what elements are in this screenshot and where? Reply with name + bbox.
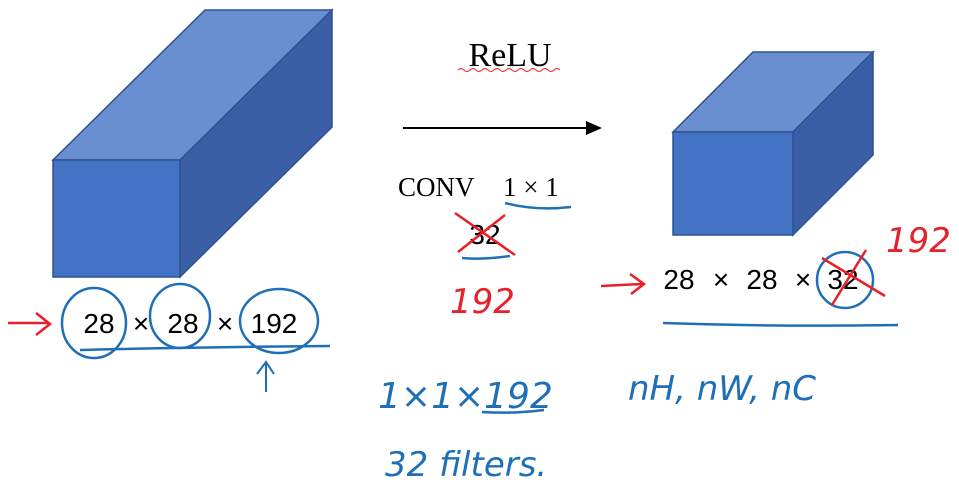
output-dim-sep-2: × <box>795 264 811 295</box>
output-volume-cube <box>671 50 875 237</box>
input-height-circle <box>60 286 128 360</box>
input-dims-underline <box>79 344 331 352</box>
transform-arrow <box>403 121 602 135</box>
filters-corrected-value: 192 <box>450 282 515 322</box>
input-red-arrow <box>8 312 53 336</box>
filter-shape-note: 1×1×192 <box>378 376 553 417</box>
input-dim-height: 28 <box>83 308 114 339</box>
output-dimensions: 28 × 28 × 32 <box>663 264 858 295</box>
output-cube-front-face <box>672 131 794 236</box>
output-dims-underline <box>662 321 899 327</box>
input-dim-channels: 192 <box>251 308 298 339</box>
input-cube-front-face <box>52 159 181 278</box>
output-channels-corrected: 192 <box>886 221 951 261</box>
relu-label: ReLU <box>468 37 551 74</box>
input-dim-sep-2: × <box>217 308 233 339</box>
filter-count-note: 32 filters. <box>385 445 547 485</box>
output-channels-circle <box>815 250 875 310</box>
filters-cross-mark <box>454 211 516 257</box>
input-channels-circle <box>238 287 320 355</box>
output-dim-sep-1: × <box>713 264 729 295</box>
output-dim-width: 28 <box>746 264 777 295</box>
conv-size-underline <box>504 201 572 210</box>
input-volume-cube <box>51 8 334 279</box>
filter-shape-underline <box>481 408 545 414</box>
dimension-notation-note: nH, nW, nC <box>628 369 816 409</box>
input-dim-width: 28 <box>167 308 198 339</box>
conv-size: 1 × 1 <box>503 172 559 202</box>
output-red-arrow <box>600 272 647 295</box>
conv-label: CONV <box>398 172 475 202</box>
input-channels-pointer-arrow <box>256 360 275 392</box>
input-dimensions: 28 × 28 × 192 <box>83 308 297 339</box>
output-channels-cross-mark <box>821 249 886 306</box>
relu-spellcheck-squiggle <box>457 68 561 72</box>
output-dim-height: 28 <box>663 264 694 295</box>
filters-underline <box>461 254 511 260</box>
input-dim-sep-1: × <box>133 308 149 339</box>
